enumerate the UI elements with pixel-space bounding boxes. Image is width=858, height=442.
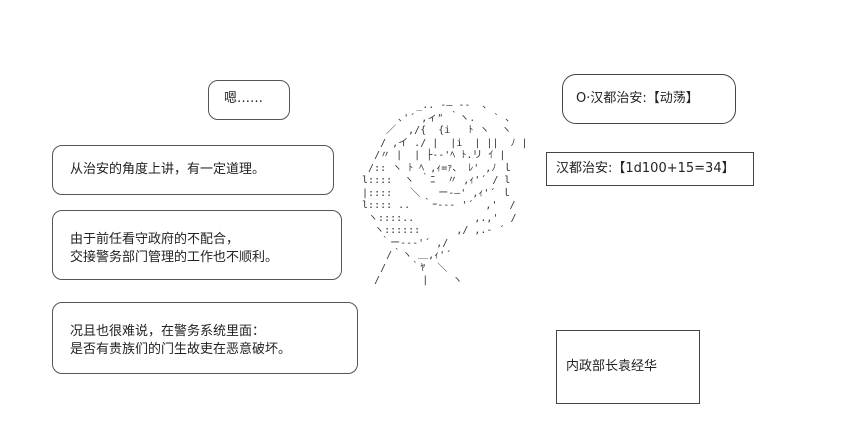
capital-security-label-box bbox=[562, 74, 736, 124]
dice-roll-label: 汉都治安:【1d100+15=34】 bbox=[556, 161, 735, 176]
speech-text-sabotage-line2: 是否有贵族们的门生故吏在恶意破坏。 bbox=[70, 342, 292, 357]
ascii-art-character: _.. -― ‐- ､ ､'´ ,ィ" ｀ヽ. ` ､ ／ ,/{ {i ﾄ ヽ… bbox=[362, 100, 528, 286]
speech-text-hmm: 嗯…… bbox=[224, 91, 264, 106]
dice-roll-label-box bbox=[546, 152, 754, 186]
minister-name-label-box bbox=[556, 330, 700, 404]
speech-text-handover-line1: 由于前任看守政府的不配合， bbox=[70, 232, 240, 247]
minister-name-label: 内政部长袁经华 bbox=[566, 359, 658, 374]
speech-text-handover-line2: 交接警务部门管理的工作也不顺利。 bbox=[70, 250, 279, 265]
speech-text-security-reason: 从治安的角度上讲，有一定道理。 bbox=[70, 162, 266, 177]
speech-bubble-security-reason bbox=[52, 145, 334, 195]
speech-bubble-handover bbox=[52, 210, 342, 280]
capital-security-label: O·汉都治安:【动荡】 bbox=[576, 91, 699, 106]
speech-bubble-sabotage bbox=[52, 302, 358, 374]
speech-text-sabotage-line1: 况且也很难说，在警务系统里面： bbox=[70, 324, 266, 339]
speech-bubble-hmm bbox=[208, 80, 290, 120]
